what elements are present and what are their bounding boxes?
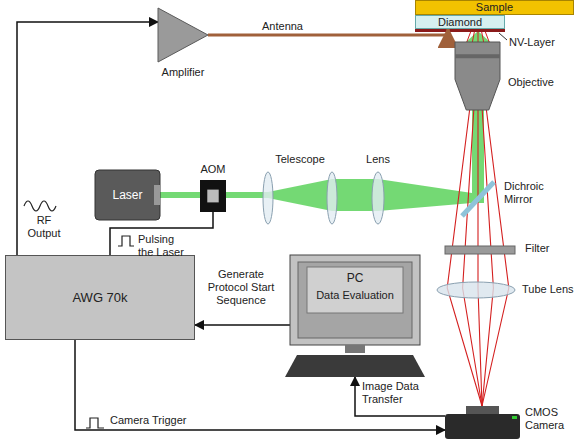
camera-led — [512, 416, 517, 419]
node-text: AWG 70k — [72, 291, 127, 304]
nv-layer-strip — [415, 29, 505, 32]
monitor-stand — [345, 345, 365, 353]
aom-body — [200, 180, 226, 212]
node-text: CMOS Camera — [525, 406, 573, 432]
filter-shape — [445, 246, 515, 254]
lens: Lens — [370, 170, 386, 226]
laser-beam — [160, 179, 472, 211]
signal-connector — [208, 29, 448, 35]
amplifier-shape — [158, 8, 208, 62]
dichroic-mirror-shape — [460, 180, 496, 218]
node-text: Data Evaluation — [307, 289, 403, 302]
fluorescence-ray — [478, 31, 479, 42]
node-text: Laser — [112, 189, 142, 201]
node-text: AOM — [190, 163, 236, 176]
objective: Objective — [455, 42, 500, 110]
node-text: Filter — [525, 242, 549, 255]
fluorescence-ray — [485, 31, 489, 42]
lens-shape — [370, 170, 386, 226]
aom-crystal — [207, 190, 218, 203]
lens-element — [372, 172, 384, 224]
mirror-plate — [462, 182, 494, 216]
fluorescence-ray — [482, 31, 484, 42]
awg-box: AWG 70k — [5, 255, 195, 340]
node-text: Dichroic Mirror — [504, 180, 566, 206]
signal-connector — [195, 324, 290, 326]
laser: Laser — [95, 170, 160, 220]
node-text: PC — [307, 271, 403, 285]
camera-body — [445, 414, 520, 439]
telescope: Telescope — [262, 170, 338, 226]
fluorescence-ray — [482, 110, 509, 406]
leader-line — [499, 33, 507, 40]
tube-lens-shape — [436, 281, 516, 299]
laser-body — [95, 170, 160, 220]
telescope-shape — [262, 170, 338, 226]
filter-plate — [445, 246, 515, 254]
keyboard — [285, 355, 425, 377]
tube-lens: Tube Lens — [436, 281, 516, 299]
pulse-symbol — [118, 236, 134, 246]
node-text: Tube Lens — [522, 283, 574, 296]
sample-plate: Sample — [415, 0, 574, 15]
dichroic-mirror: Dichroic Mirror — [460, 180, 496, 218]
fluorescence-ray — [467, 31, 471, 42]
signal-connector — [75, 340, 445, 430]
node-text: Objective — [508, 76, 554, 89]
lens-element — [437, 282, 515, 298]
amplifier-symbol — [158, 8, 208, 62]
lens-element — [327, 172, 337, 224]
signal-connector — [355, 377, 445, 416]
filter: Filter — [445, 246, 515, 254]
signal-label: Generate Protocol Start Sequence — [199, 268, 283, 308]
laser-beam — [466, 31, 490, 42]
screen-panel — [307, 267, 403, 313]
part-label: NV-Layer — [509, 36, 555, 49]
aom: AOM — [200, 180, 226, 212]
signal-label: Antenna — [262, 20, 303, 33]
signal-label: RF Output — [22, 214, 66, 240]
diamond-plate: Diamond — [415, 15, 505, 29]
node-text: Sample — [476, 2, 513, 13]
node-text: Diamond — [438, 17, 482, 28]
laser-aperture — [154, 185, 160, 205]
pulse-symbol — [86, 418, 104, 428]
signal-label: Image Data Transfer — [362, 380, 436, 406]
camera-mount — [466, 406, 499, 415]
monitor-screen — [298, 262, 412, 338]
lens-element — [263, 172, 273, 224]
node-text: Telescope — [262, 153, 338, 166]
objective-shape — [455, 42, 500, 110]
fluorescence-ray — [447, 110, 482, 406]
signal-label: Pulsing the Laser — [138, 233, 192, 259]
amplifier: Amplifier — [158, 8, 208, 62]
objective-body — [455, 42, 500, 110]
monitor-frame — [290, 255, 420, 345]
node-text: Lens — [358, 153, 398, 166]
objective-ring — [455, 54, 500, 58]
node-text: Amplifier — [148, 66, 218, 79]
signal-label: Camera Trigger — [110, 414, 186, 427]
pc-monitor: PC Data Evaluation — [285, 255, 425, 377]
fluorescence-ray — [463, 110, 482, 406]
aom-shape — [200, 180, 226, 212]
beam-group — [160, 31, 490, 211]
fluorescence-rays — [447, 31, 509, 406]
cmos-camera: CMOS Camera — [445, 406, 520, 439]
cmos-camera-shape — [445, 406, 520, 439]
fluorescence-ray — [478, 110, 482, 406]
sine-symbol — [24, 201, 56, 211]
fluorescence-ray — [472, 31, 474, 42]
